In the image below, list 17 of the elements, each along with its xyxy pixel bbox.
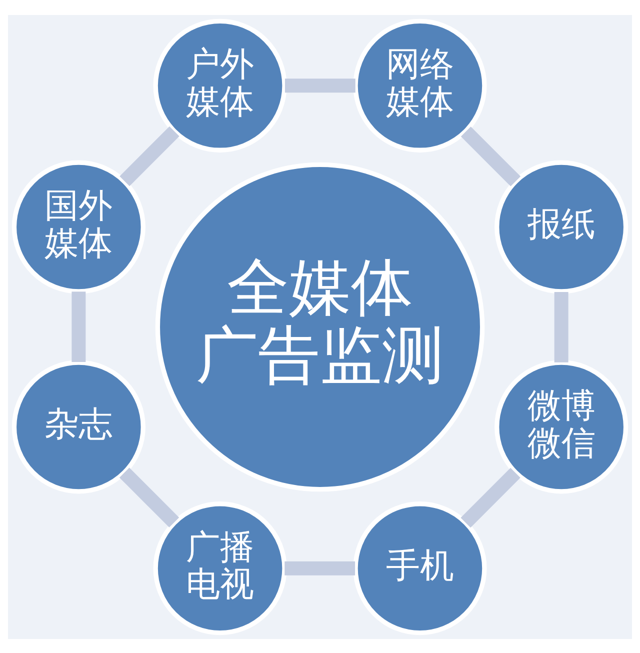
node-circle: 全媒体广告监测 (155, 162, 485, 492)
node-circle: 报纸 (494, 160, 628, 294)
connector (120, 126, 180, 186)
connector (119, 467, 180, 527)
connector (460, 467, 520, 528)
node-circle: 广播电视 (153, 501, 287, 635)
connector (284, 78, 356, 92)
node-circle: 户外媒体 (153, 18, 287, 152)
node-circle: 手机 (353, 501, 487, 635)
connector (460, 126, 521, 186)
connector (72, 291, 86, 362)
node-circle: 国外媒体 (12, 160, 146, 294)
node-circle: 网络媒体 (353, 18, 487, 152)
connector (554, 291, 568, 362)
node-circle: 杂志 (12, 360, 146, 494)
node-circle: 微博微信 (494, 360, 628, 494)
connector (284, 560, 356, 575)
